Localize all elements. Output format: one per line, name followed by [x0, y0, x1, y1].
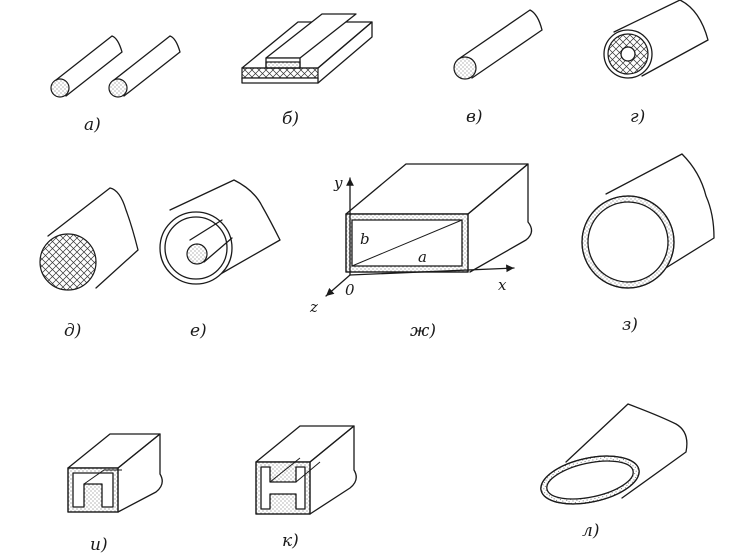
origin-label: 0 — [345, 281, 355, 299]
axis-z-label: z — [309, 298, 318, 316]
coaxial-line — [159, 179, 281, 285]
two-wire-line — [50, 35, 181, 98]
label-v: в) — [466, 107, 483, 127]
h-waveguide — [255, 425, 357, 515]
coaxial-dielectric — [603, 0, 709, 79]
dielectric-rod — [39, 187, 139, 291]
dimension-a-label: a — [418, 248, 427, 266]
label-z: з) — [622, 315, 638, 335]
label-d: д) — [64, 321, 81, 341]
strip-line — [241, 13, 373, 84]
label-e: е) — [190, 321, 207, 341]
label-zh: ж) — [410, 321, 436, 341]
label-a: а) — [84, 115, 101, 135]
axis-x-label: x — [498, 276, 507, 294]
label-i: и) — [90, 535, 108, 555]
axis-y-label: y — [333, 174, 343, 192]
p-waveguide — [67, 433, 163, 513]
dimension-b-label: b — [360, 230, 370, 248]
label-k: к) — [282, 531, 299, 551]
elliptical-waveguide — [540, 403, 688, 505]
single-conductor — [453, 9, 543, 80]
circular-waveguide — [581, 153, 715, 289]
label-l: л) — [582, 521, 599, 541]
label-b: б) — [282, 109, 299, 129]
rectangular-waveguide — [325, 163, 533, 297]
label-g: г) — [630, 107, 645, 127]
